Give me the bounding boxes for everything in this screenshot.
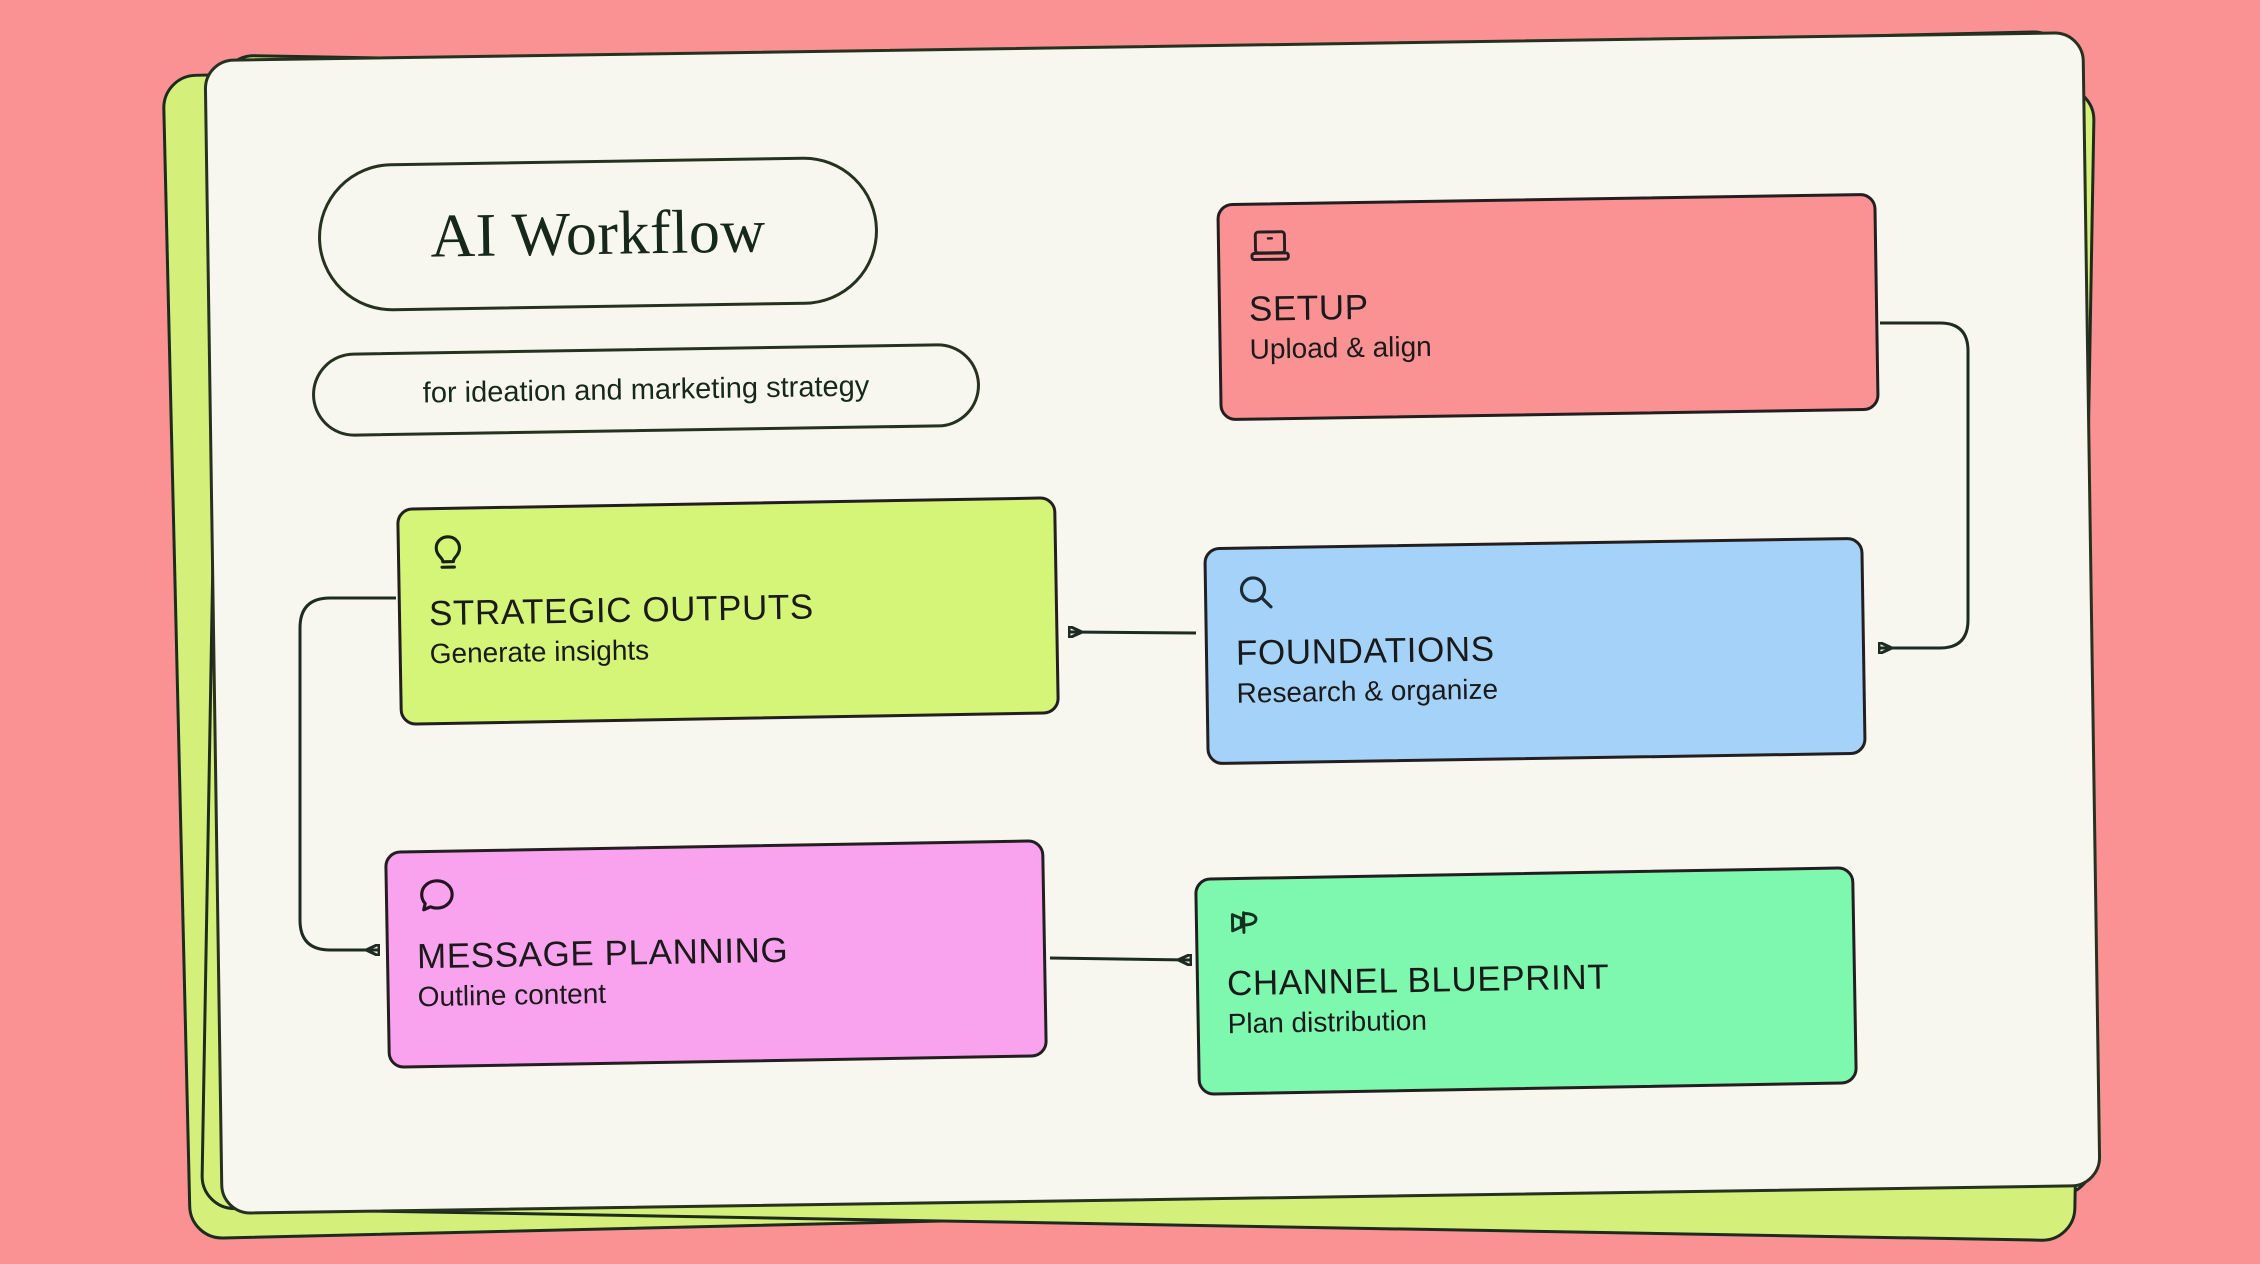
node-subtitle: Plan distribution	[1227, 1004, 1428, 1039]
node-title: MESSAGE PLANNING	[416, 930, 789, 977]
page-subtitle: for ideation and marketing strategy	[422, 369, 870, 410]
connector-foundations-to-strategic	[1070, 632, 1197, 633]
search-icon	[1235, 562, 1834, 617]
page-subtitle-pill: for ideation and marketing strategy	[311, 342, 981, 438]
speech-bubble-icon	[416, 865, 1015, 921]
connector-message-to-channel	[1049, 958, 1190, 960]
connector-setup-to-foundations	[1880, 321, 1970, 648]
lightbulb-icon	[428, 522, 1027, 578]
node-foundations[interactable]: FOUNDATIONS Research & organize	[1203, 536, 1867, 766]
node-title: CHANNEL BLUEPRINT	[1226, 957, 1610, 1004]
node-title: SETUP	[1248, 287, 1369, 329]
laptop-icon	[1248, 218, 1847, 273]
node-subtitle: Research & organize	[1236, 673, 1499, 709]
node-subtitle: Generate insights	[429, 634, 650, 669]
page-title: AI Workflow	[429, 196, 767, 271]
node-title: STRATEGIC OUTPUTS	[428, 587, 815, 634]
node-title: FOUNDATIONS	[1235, 629, 1496, 673]
node-subtitle: Outline content	[417, 977, 607, 1012]
page-title-pill: AI Workflow	[316, 155, 880, 313]
connector-strategic-to-message	[298, 596, 396, 950]
node-setup[interactable]: SETUP Upload & align	[1216, 192, 1880, 422]
node-message-planning[interactable]: MESSAGE PLANNING Outline content	[384, 839, 1048, 1069]
node-subtitle: Upload & align	[1249, 330, 1432, 365]
node-strategic-outputs[interactable]: STRATEGIC OUTPUTS Generate insights	[396, 496, 1060, 726]
megaphone-icon	[1226, 892, 1825, 948]
node-channel-blueprint[interactable]: CHANNEL BLUEPRINT Plan distribution	[1194, 866, 1858, 1096]
